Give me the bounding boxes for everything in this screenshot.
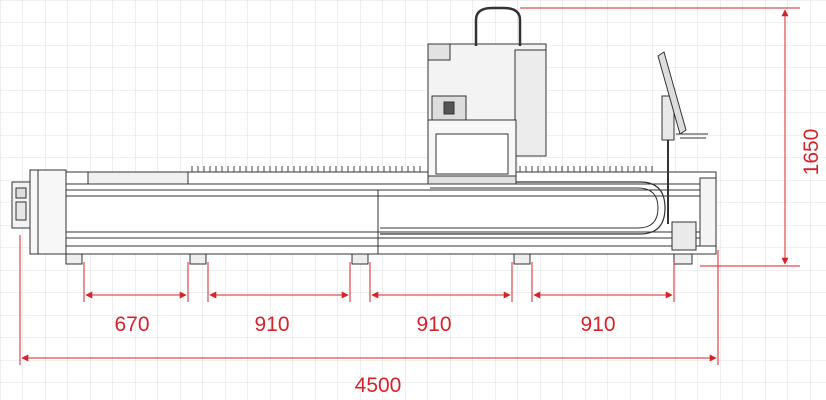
dim-label-total-length: 4500	[355, 374, 402, 397]
dim-label-segment-1: 670	[114, 313, 149, 336]
dim-label-segment-4: 910	[580, 313, 615, 336]
dimension-lines	[19, 7, 800, 365]
dim-label-segment-2: 910	[254, 313, 289, 336]
dim-label-height: 1650	[800, 129, 823, 176]
dim-label-segment-3: 910	[416, 313, 451, 336]
laser-cutting-machine	[11, 6, 717, 265]
